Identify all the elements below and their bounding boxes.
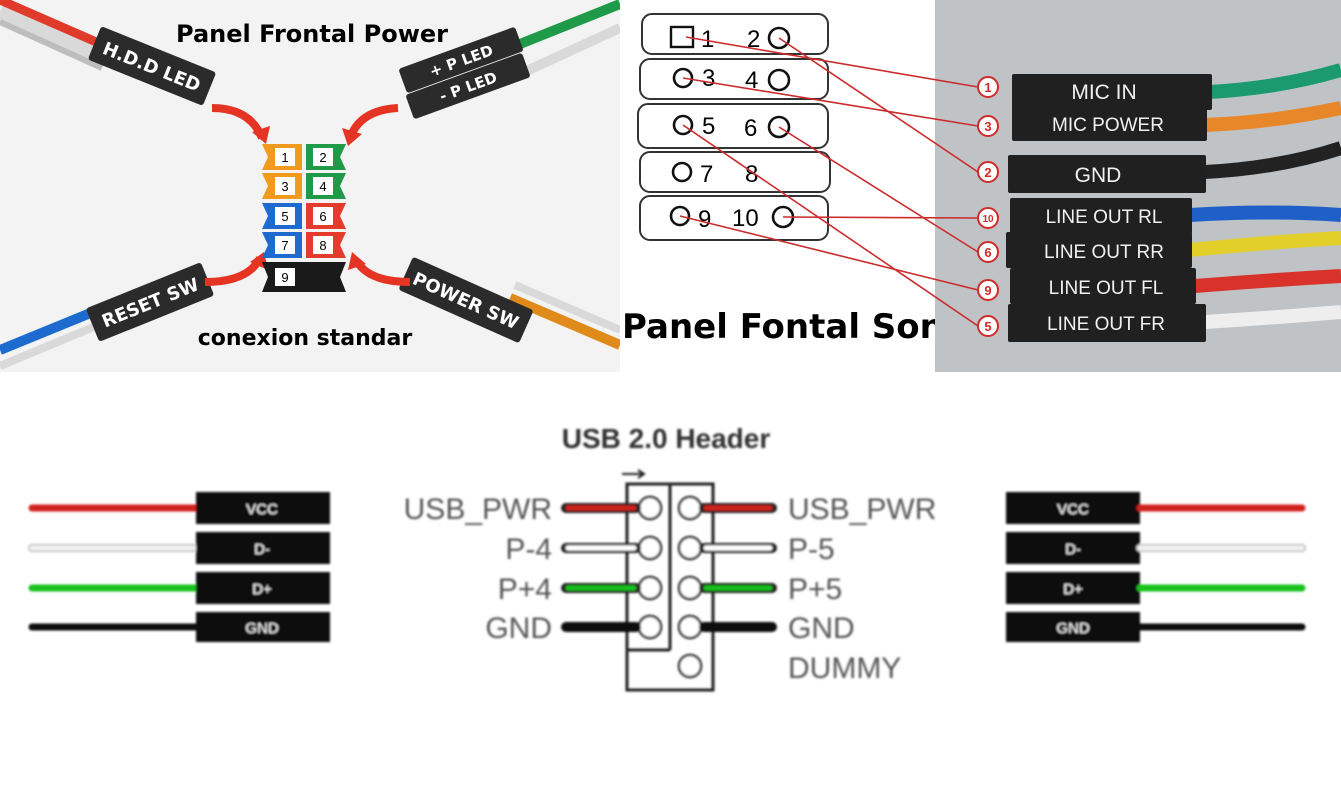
arrow-hdd-head-icon xyxy=(252,126,270,144)
marker-line-out-rl: 10 xyxy=(982,214,994,225)
pin-circle-icon xyxy=(671,161,693,183)
audio-row-2: 3 4 xyxy=(639,58,829,100)
header-right-usb-pwr: USB_PWR xyxy=(788,493,936,526)
power-panel-subtitle: conexion standar xyxy=(198,326,413,351)
power-pin-8: 8 xyxy=(319,238,326,253)
line-out-rl-label: LINE OUT RL xyxy=(1046,207,1163,228)
power-pin-4: 4 xyxy=(319,179,326,194)
audio-pin-3: 3 xyxy=(702,65,715,92)
line-out-fr-label: LINE OUT FR xyxy=(1047,314,1165,335)
header-right-p+5: P+5 xyxy=(788,573,842,606)
usb-right-vcc: VCC xyxy=(1057,501,1089,518)
audio-pin-2: 2 xyxy=(747,26,760,53)
header-right-p-5: P-5 xyxy=(788,533,835,566)
power-pin-1: 1 xyxy=(281,150,288,165)
marker-gnd: 2 xyxy=(984,165,991,180)
audio-connector-photo: MIC IN MIC POWER GND LINE OUT RL LINE OU… xyxy=(935,0,1341,372)
pin-circle-icon xyxy=(669,205,691,227)
audio-pin-9: 9 xyxy=(698,206,711,233)
header-left-gnd: GND xyxy=(485,612,552,645)
power-pin-header: 1 2 3 4 5 6 7 8 9 xyxy=(262,144,346,292)
pin-circle-icon xyxy=(672,114,694,136)
marker-line-out-rr: 6 xyxy=(984,245,991,260)
usb-right-dplus: D+ xyxy=(1063,581,1083,598)
mic-in-wire xyxy=(1209,63,1341,99)
hdd-led-wire xyxy=(0,0,112,71)
power-pin-3: 3 xyxy=(281,179,288,194)
p-led-wire xyxy=(508,0,623,79)
usb-right-connector: VCC D- D+ GND xyxy=(1006,492,1306,642)
usb-left-gnd: GND xyxy=(245,620,279,637)
marker-mic-in: 1 xyxy=(984,80,991,95)
power-panel-title: Panel Frontal Power xyxy=(176,20,448,48)
usb-panel-title: USB 2.0 Header xyxy=(562,423,771,454)
pin-circle-icon xyxy=(767,115,791,139)
audio-row-4: 7 8 xyxy=(639,151,831,193)
usb-left-vcc: VCC xyxy=(246,501,278,518)
usb-right-gnd: GND xyxy=(1056,620,1090,637)
line-out-rr-wire xyxy=(1189,231,1341,257)
gnd-label: GND xyxy=(1075,164,1122,187)
pin-circle-icon xyxy=(767,26,791,50)
audio-row-1: 1 2 xyxy=(641,13,829,55)
header-left-p-4: P-4 xyxy=(505,533,552,566)
usb-left-dplus: D+ xyxy=(252,581,272,598)
square-pin-icon xyxy=(669,25,695,49)
line-out-fl-label: LINE OUT FL xyxy=(1049,278,1164,299)
header-left-p+4: P+4 xyxy=(498,573,552,606)
usb-left-dminus: D- xyxy=(254,541,270,558)
usb-header: USB_PWR P-4 P+4 GND USB_PWR P-5 P+5 GND … xyxy=(404,469,936,692)
gnd-wire xyxy=(1204,141,1341,179)
usb-panel: USB 2.0 Header VCC D- D+ GND xyxy=(28,423,1306,692)
gnd-connector xyxy=(1008,155,1206,193)
marker-mic-power: 3 xyxy=(984,119,991,134)
audio-pin-10: 10 xyxy=(732,205,759,232)
mic-power-wire xyxy=(1204,101,1341,132)
arrow-pled-head-icon xyxy=(342,128,362,146)
pin1-arrow-icon xyxy=(622,469,646,479)
arrow-power-head-icon xyxy=(348,252,366,270)
line-out-rl-connector xyxy=(1010,198,1192,234)
audio-pin-8: 8 xyxy=(745,161,758,188)
pin-circle-icon xyxy=(767,68,791,92)
line-out-rr-label: LINE OUT RR xyxy=(1044,242,1164,263)
audio-pin-1: 1 xyxy=(701,26,714,53)
audio-row-5: 9 10 xyxy=(639,195,829,241)
audio-pin-6: 6 xyxy=(744,115,757,142)
power-pin-2: 2 xyxy=(319,150,326,165)
header-right-dummy: DUMMY xyxy=(788,652,901,685)
line-out-fl-wire xyxy=(1194,269,1341,293)
power-pin-6: 6 xyxy=(319,209,326,224)
marker-line-out-fl: 9 xyxy=(984,283,991,298)
audio-pin-4: 4 xyxy=(745,67,758,94)
power-pin-5: 5 xyxy=(281,209,288,224)
mic-power-label: MIC POWER xyxy=(1052,115,1164,136)
usb-left-connector: VCC D- D+ GND xyxy=(28,492,330,642)
line-out-rr-connector xyxy=(1006,232,1192,268)
line-out-rl-wire xyxy=(1189,205,1341,222)
header-left-usb-pwr: USB_PWR xyxy=(404,493,552,526)
mic-in-connector xyxy=(1012,74,1212,110)
power-sw-wire xyxy=(508,281,622,350)
audio-mapping-lines xyxy=(679,36,979,327)
line-out-fl-connector xyxy=(1010,268,1196,304)
marker-line-out-fr: 5 xyxy=(984,319,991,334)
audio-row-3: 5 6 xyxy=(637,103,829,149)
power-pin-9: 9 xyxy=(281,270,288,285)
power-pin-7: 7 xyxy=(281,238,288,253)
audio-pin-7: 7 xyxy=(700,161,713,188)
mic-power-connector xyxy=(1012,107,1207,141)
power-panel: H.D.D LED + P LED - P LED RESET SW POWER… xyxy=(0,0,623,372)
pin-circle-icon xyxy=(672,67,694,89)
usb-right-dminus: D- xyxy=(1065,541,1081,558)
header-right-gnd: GND xyxy=(788,612,855,645)
mic-in-label: MIC IN xyxy=(1071,81,1136,104)
audio-pin-5: 5 xyxy=(702,113,715,140)
line-out-fr-wire xyxy=(1204,305,1341,329)
line-out-fr-connector xyxy=(1008,304,1206,342)
